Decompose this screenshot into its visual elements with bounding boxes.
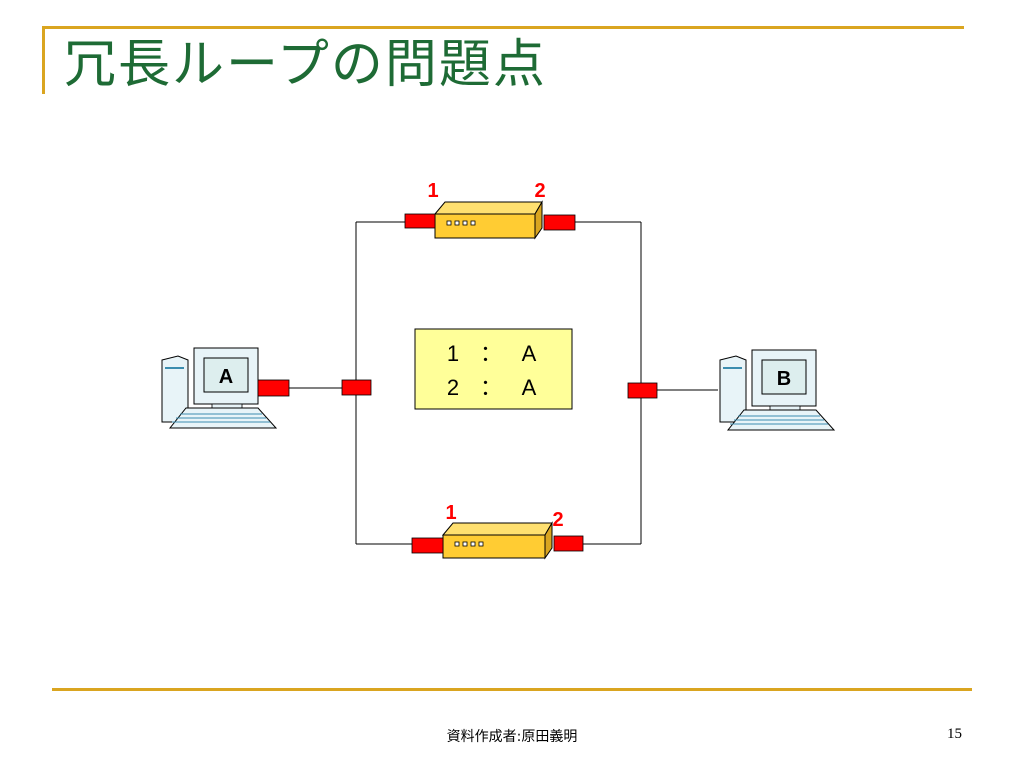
- switch-icon: [441, 521, 553, 560]
- switch-bottom-port-1: [411, 537, 444, 554]
- switch-top: 1 2: [404, 180, 576, 240]
- mac-address-table: 1 ： A 2 ： A: [414, 328, 573, 410]
- switch-top-port-1: [404, 213, 436, 229]
- footer-author: 資料作成者:原田義明: [446, 729, 578, 745]
- slide-title: 冗長ループの問題点: [64, 35, 547, 95]
- hub-port-left: [341, 379, 372, 396]
- mac-table-row2-address: A: [522, 375, 537, 400]
- mac-table-row2-sep: ：: [480, 376, 502, 401]
- switch-bottom-port-label-2: 2: [552, 509, 563, 531]
- mac-table-row1-port: 1: [447, 341, 459, 366]
- host-a-label: A: [219, 366, 233, 388]
- host-a-port: [257, 379, 290, 397]
- switch-bottom: 1 2: [411, 502, 584, 560]
- mac-table-row1-address: A: [522, 341, 537, 366]
- hub-port-right: [627, 382, 658, 399]
- footer-divider: [52, 688, 972, 691]
- mac-table-row2-port: 2: [447, 375, 459, 400]
- host-b-label: B: [777, 368, 791, 390]
- page-number: 15: [947, 726, 962, 742]
- top-accent-line: [42, 26, 964, 29]
- switch-icon: [433, 200, 543, 240]
- title-accent-bar: [42, 26, 45, 94]
- host-b: B: [719, 349, 836, 431]
- host-a: A: [161, 347, 290, 429]
- computer-icon: [719, 349, 836, 431]
- switch-top-port-label-2: 2: [534, 180, 545, 202]
- mac-table-row1-sep: ：: [480, 342, 502, 367]
- switch-bottom-port-2: [553, 535, 584, 552]
- computer-icon: [161, 347, 278, 429]
- mac-table-box: [414, 328, 573, 410]
- switch-top-port-2: [543, 214, 576, 231]
- switch-top-port-label-1: 1: [427, 180, 438, 202]
- switch-bottom-port-label-1: 1: [445, 502, 456, 524]
